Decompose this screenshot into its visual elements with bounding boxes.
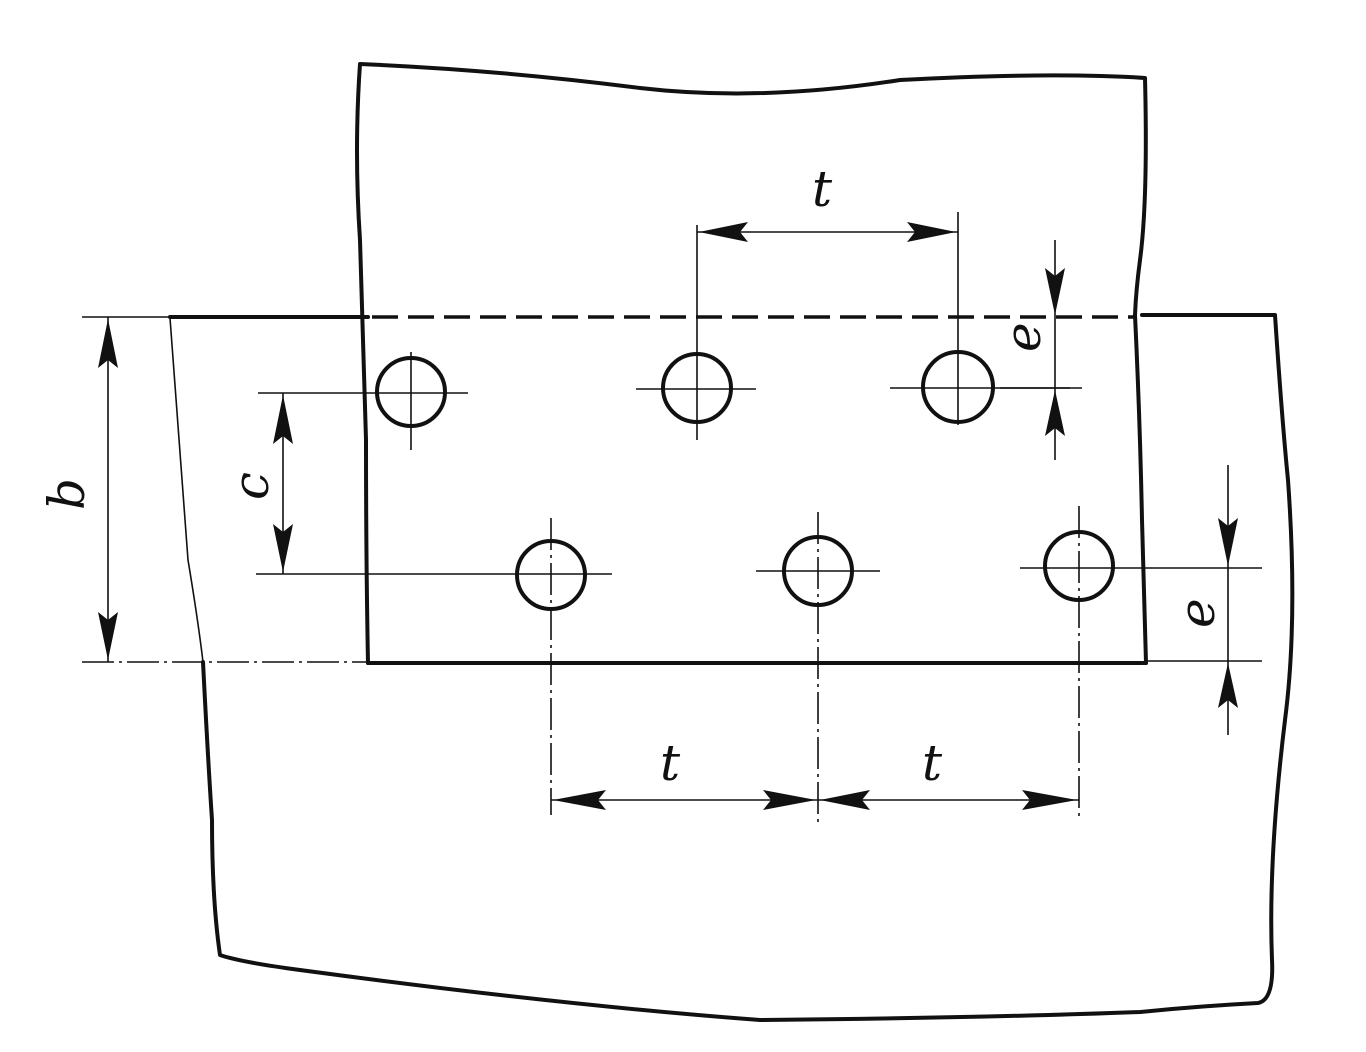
upper-edge-distance-dimension: [1000, 240, 1082, 460]
top-plate-outline: [355, 62, 1148, 665]
row-spacing-label: c: [222, 472, 280, 500]
upper-rivet-hole-1: [375, 352, 447, 450]
bottom-pitch-right-label: t: [922, 734, 943, 792]
top-pitch-dimension: [697, 222, 958, 242]
lower-rivet-hole-1: [515, 518, 587, 815]
upper-rivet-hole-2: [661, 225, 733, 440]
lower-rivet-hole-3: [1043, 506, 1115, 820]
bottom-pitch-left-label: t: [660, 734, 681, 792]
lower-rivet-hole-2: [782, 512, 854, 822]
bottom-plate-outline: [201, 313, 1295, 1022]
upper-rivet-hole-3: [921, 212, 995, 425]
bottom-pitch-dimension: [551, 790, 1079, 810]
top-pitch-label: t: [812, 160, 833, 218]
upper-edge-distance-label: e: [994, 322, 1052, 352]
strip-width-label: b: [38, 478, 96, 510]
row-spacing-dimension: [273, 393, 293, 574]
lower-edge-distance-dimension: [1146, 465, 1262, 735]
bottom-plate-left-edge: [169, 317, 204, 663]
lower-edge-distance-label: e: [1168, 598, 1226, 628]
strip-width-dimension: [82, 316, 170, 662]
